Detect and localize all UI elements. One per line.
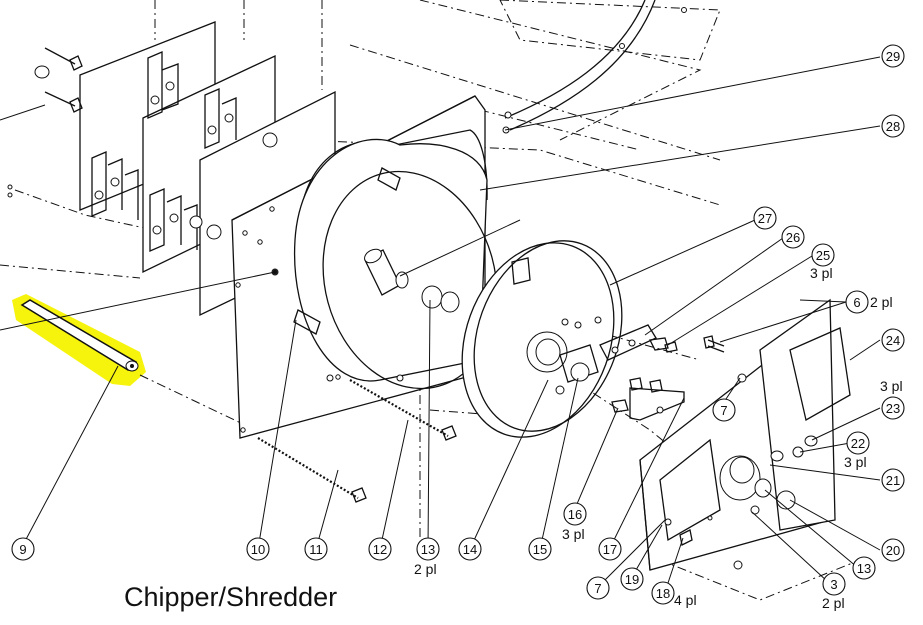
svg-text:19: 19	[625, 572, 639, 587]
part-9-rod	[20, 299, 139, 372]
svg-text:18: 18	[656, 586, 670, 601]
svg-text:29: 29	[886, 49, 900, 64]
svg-text:28: 28	[886, 119, 900, 134]
svg-text:12: 12	[373, 542, 387, 557]
callout-26: 26	[781, 225, 805, 249]
svg-text:23: 23	[886, 401, 900, 416]
callout-18: 18 4 pl	[651, 581, 697, 608]
callout-3: 3 2 pl	[822, 572, 846, 611]
blade-hardware	[599, 324, 725, 421]
callout-22: 22 3 pl	[844, 431, 870, 470]
svg-text:7: 7	[594, 581, 601, 596]
callout-21: 21	[881, 468, 905, 492]
callout-13-right: 13	[852, 556, 876, 580]
callout-17: 17	[598, 537, 622, 561]
diagram-title: Chipper/Shredder	[124, 582, 337, 612]
callout-14: 14	[458, 537, 482, 561]
svg-text:27: 27	[758, 211, 772, 226]
svg-text:24: 24	[886, 333, 900, 348]
callout-11: 11	[304, 537, 328, 561]
callout-24: 24 3 pl	[880, 328, 905, 394]
belt-guard	[499, 0, 721, 134]
callout-29: 29	[881, 44, 905, 68]
svg-text:2 pl: 2 pl	[822, 595, 845, 611]
callout-9: 9	[11, 537, 35, 561]
svg-text:2 pl: 2 pl	[414, 561, 437, 577]
drum-housing	[293, 129, 498, 390]
svg-text:20: 20	[886, 543, 900, 558]
svg-text:9: 9	[19, 542, 26, 557]
svg-text:17: 17	[603, 542, 617, 557]
callout-25: 25 3 pl	[810, 243, 835, 281]
svg-text:11: 11	[309, 542, 323, 557]
callout-28: 28	[881, 114, 905, 138]
svg-text:3 pl: 3 pl	[880, 378, 903, 394]
svg-text:21: 21	[886, 473, 900, 488]
svg-text:3 pl: 3 pl	[844, 454, 867, 470]
callout-16: 16 3 pl	[562, 502, 587, 542]
svg-text:26: 26	[786, 230, 800, 245]
callout-7-bottom: 7	[586, 576, 610, 600]
callout-15: 15	[528, 537, 552, 561]
callout-7-top: 7	[712, 398, 736, 422]
callout-13-left: 13 2 pl	[414, 537, 440, 577]
svg-text:25: 25	[816, 248, 830, 263]
callout-19: 19	[620, 567, 644, 591]
svg-text:3 pl: 3 pl	[562, 526, 585, 542]
svg-text:10: 10	[251, 542, 265, 557]
leader-lines	[0, 56, 881, 593]
svg-text:3: 3	[830, 577, 837, 592]
callout-10: 10	[246, 537, 270, 561]
threaded-rods	[257, 379, 457, 503]
svg-text:16: 16	[568, 507, 582, 522]
callout-27: 27	[753, 206, 777, 230]
svg-text:13: 13	[857, 561, 871, 576]
svg-text:14: 14	[463, 542, 477, 557]
callout-6: 6 2 pl	[845, 290, 893, 314]
svg-text:7: 7	[720, 403, 727, 418]
svg-text:15: 15	[533, 542, 547, 557]
svg-text:13: 13	[421, 542, 435, 557]
svg-text:3 pl: 3 pl	[810, 265, 833, 281]
svg-text:6: 6	[853, 295, 860, 310]
bearing-plate-assembly	[639, 298, 851, 571]
callout-23: 23	[881, 396, 905, 420]
svg-text:4 pl: 4 pl	[674, 592, 697, 608]
svg-text:2 pl: 2 pl	[870, 294, 893, 310]
callout-20: 20	[881, 538, 905, 562]
svg-text:22: 22	[851, 436, 865, 451]
callout-12: 12	[368, 537, 392, 561]
